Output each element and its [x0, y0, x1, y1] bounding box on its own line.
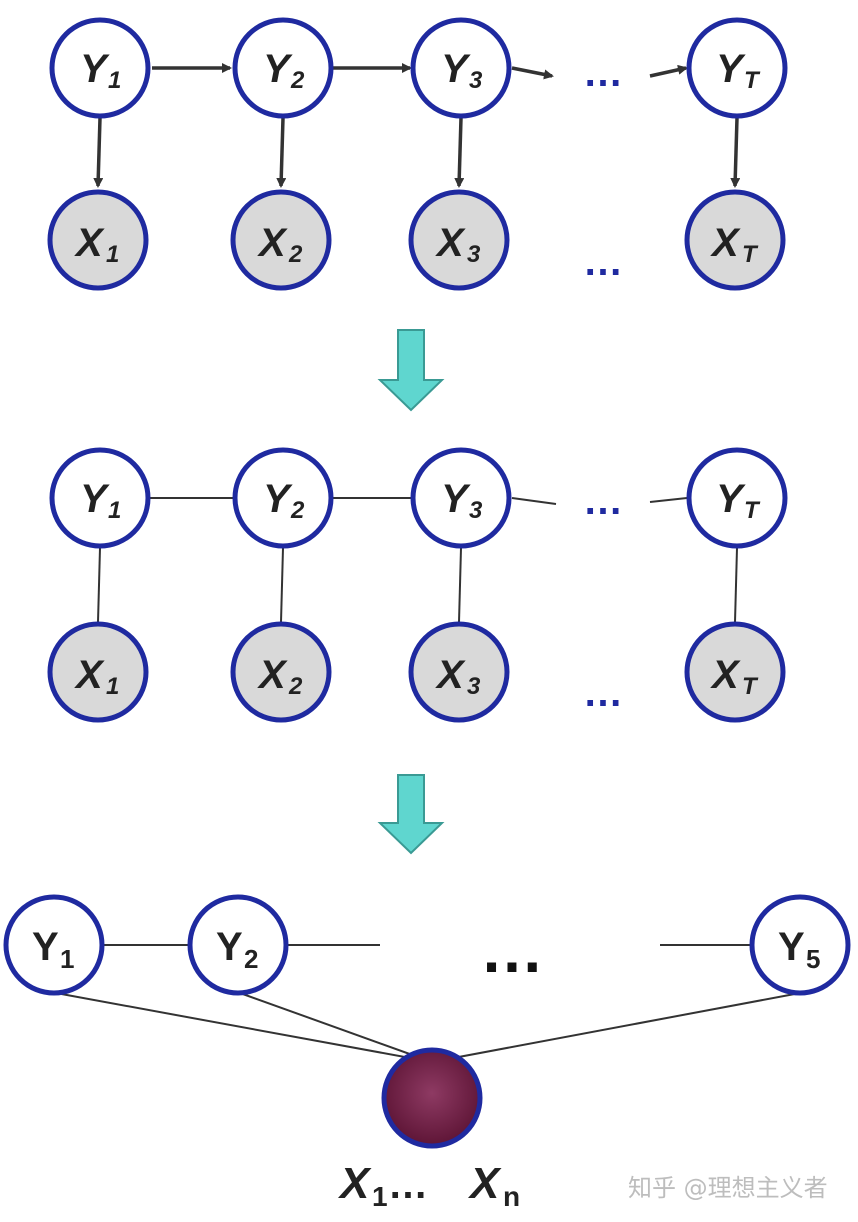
node-x1: X 1: [47, 189, 149, 291]
node-x3: X 3: [408, 189, 510, 291]
panel-linear-chain-crf: Y 1 Y 2 Y 5 … X 1 … X n: [3, 894, 851, 1212]
node-x2: X 2: [230, 621, 332, 723]
edge-yt-xt: [734, 547, 738, 623]
node-subscript: T: [742, 673, 759, 700]
ellipsis-bottom: …: [583, 671, 623, 715]
node-letter: Y: [80, 477, 110, 521]
node-subscript: 2: [290, 497, 305, 524]
node-letter: X: [257, 653, 288, 697]
node-subscript: 1: [106, 673, 119, 700]
panel-undirected: Y 1 Y 2 Y 3 Y T X 1 X 2 X: [47, 447, 788, 723]
edge-y5-x: [431, 992, 801, 1063]
node-subscript: 3: [469, 497, 483, 524]
node-letter: Y: [32, 925, 59, 969]
edge-y2-x2: [280, 547, 284, 623]
ellipsis-middle: …: [480, 914, 544, 986]
node-letter: Y: [441, 477, 471, 521]
node-xt: X T: [684, 189, 786, 291]
edge-y1-x1: [93, 117, 104, 188]
node-y1: Y 1: [49, 447, 151, 549]
node-letter: X: [74, 221, 105, 265]
node-letter: Y: [716, 47, 746, 91]
ellipsis-top: …: [583, 479, 623, 523]
node-y2: Y 2: [232, 447, 334, 549]
label-letter-1: X: [337, 1159, 372, 1208]
node-yt: Y T: [686, 17, 788, 119]
node-letter: Y: [441, 47, 471, 91]
node-x3: X 3: [408, 621, 510, 723]
node-letter: Y: [716, 477, 746, 521]
edge-y2-x2: [276, 117, 287, 188]
edge-yt-xt: [730, 117, 741, 188]
label-subscript-1: 1: [372, 1181, 388, 1212]
node-letter: X: [74, 653, 105, 697]
node-subscript: 2: [290, 67, 305, 94]
node-x1: X 1: [47, 621, 149, 723]
node-letter: Y: [80, 47, 110, 91]
node-y1: Y 1: [49, 17, 151, 119]
panel-directed: Y 1 Y 2 Y 3 Y T X 1 X 2: [47, 17, 788, 291]
label-letter-2: X: [467, 1159, 502, 1208]
node-letter: X: [435, 653, 466, 697]
node-subscript: 1: [108, 67, 121, 94]
node-subscript: 3: [467, 241, 481, 268]
node-y3: Y 3: [410, 447, 512, 549]
node-letter: Y: [778, 925, 805, 969]
edge-y1-x: [55, 992, 433, 1063]
node-letter: X: [435, 221, 466, 265]
edge-y3-x3: [458, 547, 462, 623]
observed-label: X 1 … X n: [337, 1159, 520, 1212]
label-subscript-n: n: [503, 1181, 520, 1212]
down-arrow-2: [377, 774, 445, 855]
node-x-all: [381, 1047, 483, 1149]
node-x2: X 2: [230, 189, 332, 291]
node-y5: Y 5: [749, 894, 851, 996]
node-subscript: 2: [288, 673, 303, 700]
node-letter: X: [257, 221, 288, 265]
node-subscript: T: [744, 67, 761, 94]
node-subscript: 1: [106, 241, 119, 268]
node-subscript: T: [742, 241, 759, 268]
node-letter: X: [710, 653, 741, 697]
edge-y2-x: [239, 992, 433, 1063]
node-subscript: 3: [467, 673, 481, 700]
down-arrow-1: [377, 329, 445, 412]
label-ellipsis: …: [388, 1163, 428, 1207]
edge-dots-yt: [649, 64, 688, 78]
node-subscript: T: [744, 497, 761, 524]
node-subscript: 2: [288, 241, 303, 268]
node-letter: X: [710, 221, 741, 265]
edge-y3-dots: [511, 497, 557, 505]
edge-dots-yt: [649, 497, 688, 503]
node-y3: Y 3: [410, 17, 512, 119]
node-subscript: 1: [108, 497, 121, 524]
ellipsis-bottom: …: [583, 240, 623, 284]
node-letter: Y: [263, 47, 293, 91]
node-letter: Y: [263, 477, 293, 521]
node-y2: Y 2: [187, 894, 289, 996]
node-yt: Y T: [686, 447, 788, 549]
node-subscript: 2: [244, 944, 258, 974]
edge-y3-x3: [454, 117, 465, 188]
node-letter: Y: [216, 925, 243, 969]
edge-y3-dots: [511, 66, 554, 80]
node-y1: Y 1: [3, 894, 105, 996]
node-subscript: 3: [469, 67, 483, 94]
node-subscript: 1: [60, 944, 74, 974]
watermark-text: 知乎 @理想主义者: [628, 1174, 828, 1202]
ellipsis-top: …: [583, 51, 623, 95]
node-subscript: 5: [806, 944, 820, 974]
node-xt: X T: [684, 621, 786, 723]
edge-y1-x1: [97, 547, 101, 623]
node-y2: Y 2: [232, 17, 334, 119]
